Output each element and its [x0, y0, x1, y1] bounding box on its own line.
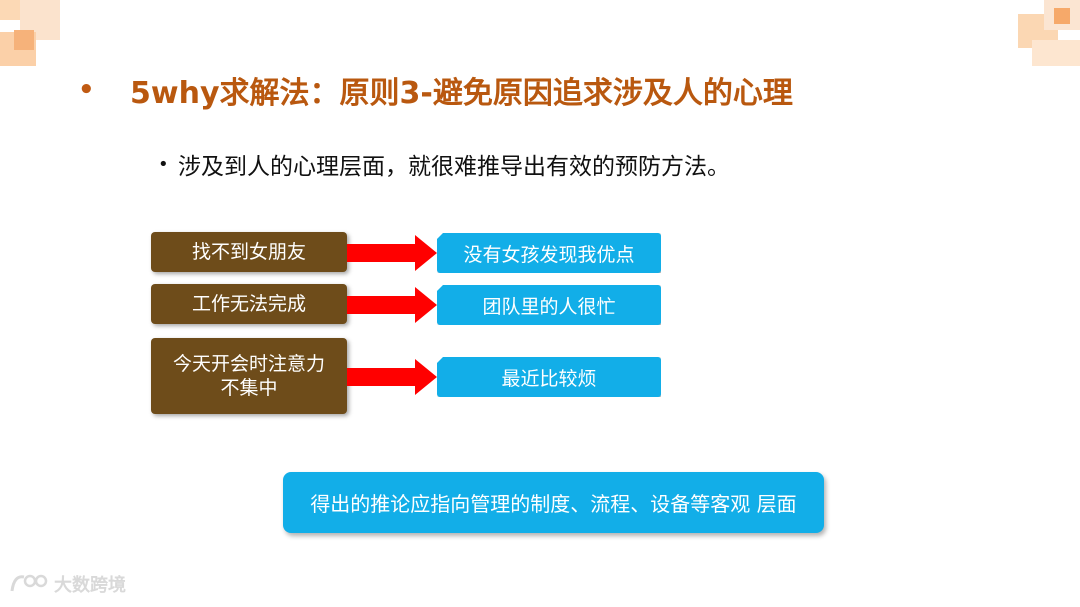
sub-point: • 涉及到人的心理层面，就很难推导出有效的预防方法。 [158, 148, 730, 181]
corner-decoration [14, 30, 34, 50]
effect-box: 最近比较烦 [437, 357, 661, 397]
arrow-right-icon [347, 359, 437, 395]
cause-box: 找不到女朋友 [151, 232, 347, 272]
arrow-right-icon [347, 235, 437, 271]
corner-decoration [1054, 8, 1070, 24]
bullet-icon: • [78, 75, 95, 105]
bullet-icon: • [158, 153, 169, 175]
title-text: 5why求解法：原则3-避免原因追求涉及人的心理 [130, 76, 793, 111]
effect-box: 团队里的人很忙 [437, 285, 661, 325]
cause-box: 今天开会时注意力不集中 [151, 338, 347, 414]
effect-box: 没有女孩发现我优点 [437, 233, 661, 273]
watermark-logo-icon [10, 574, 48, 592]
corner-decoration [1032, 40, 1080, 66]
sub-point-text: 涉及到人的心理层面，就很难推导出有效的预防方法。 [178, 154, 730, 180]
arrow-right-icon [347, 287, 437, 323]
watermark-text: 大数跨境 [54, 575, 126, 596]
conclusion-box: 得出的推论应指向管理的制度、流程、设备等客观 层面 [283, 472, 824, 533]
cause-box: 工作无法完成 [151, 284, 347, 324]
corner-decoration [0, 0, 20, 20]
slide-title: • 5why求解法：原则3-避免原因追求涉及人的心理 [78, 68, 793, 112]
watermark: 大数跨境 [8, 571, 126, 597]
